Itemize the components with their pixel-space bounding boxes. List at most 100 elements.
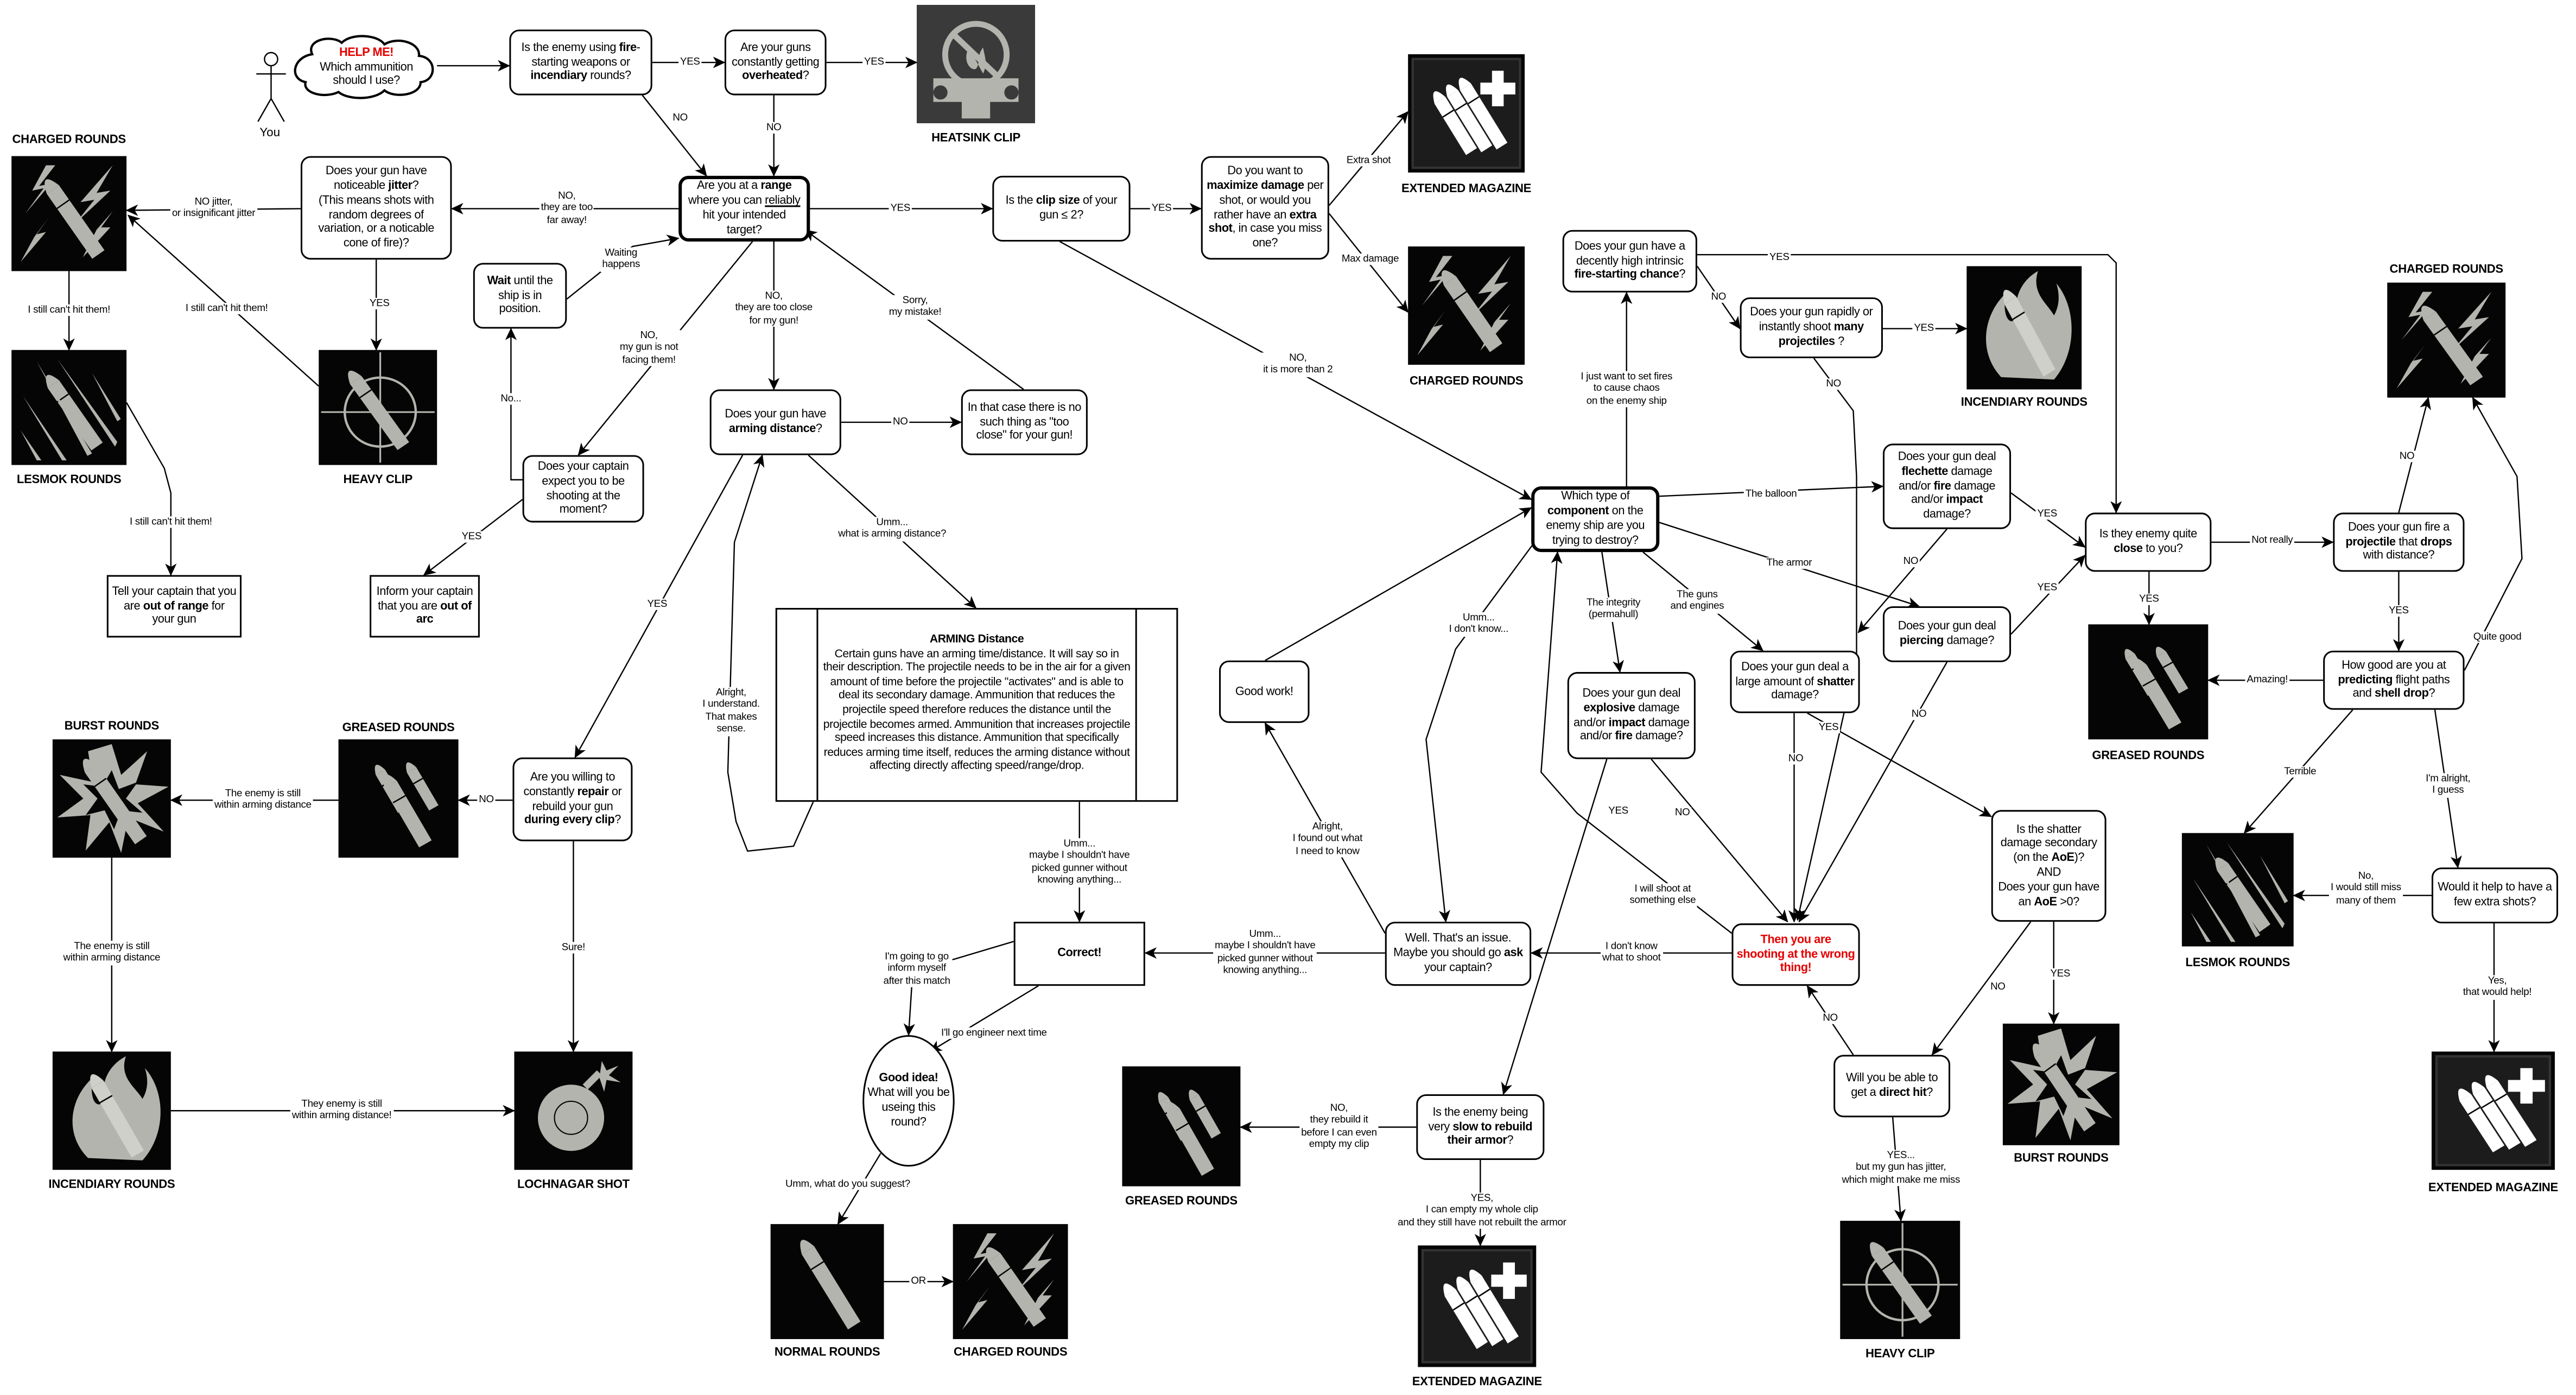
rapid-no-arrow: [1794, 358, 1857, 921]
node-text: piercing: [1899, 632, 1944, 648]
cloud-shape: [294, 35, 434, 99]
wrong-else-arrow: [1540, 551, 1733, 934]
charged-icon: [1408, 246, 1525, 365]
edge-label: YES: [678, 56, 702, 69]
edge-label: YES: [862, 56, 886, 69]
node-text: reliably: [765, 192, 801, 208]
ammo-label: INCENDIARY ROUNDS: [48, 1176, 175, 1191]
edge-label: I still can't hit them!: [128, 516, 214, 529]
node-text: fire-starting chance: [1574, 267, 1679, 282]
edge-label: YES, I can empty my whole clip and they …: [1396, 1193, 1568, 1229]
node-text: Inform your captain that you are: [376, 583, 473, 612]
waiting-arrow: [566, 234, 680, 300]
edge-label: I'm alright, I guess: [2424, 773, 2472, 798]
node-text: component: [1547, 503, 1609, 518]
node-text: on the enemy ship are you trying to dest…: [1546, 503, 1645, 547]
q-flechette-node: Does your gun deal flechette damage and/…: [1882, 443, 2012, 529]
node-text: Are your guns constantly getting: [732, 39, 820, 68]
node-text: or rebuild your gun: [532, 783, 622, 813]
node-text: during every clip: [524, 812, 615, 827]
node-text: ?: [1507, 1132, 1514, 1148]
node-text: -starting weapons or: [531, 39, 640, 68]
edge-label: The integrity (permahull): [1584, 597, 1642, 622]
node-text: clip size: [1036, 192, 1080, 208]
node-text: flight paths and: [2352, 671, 2450, 701]
node-text: for your gun: [152, 597, 225, 627]
node-text: shell drop: [2375, 686, 2429, 701]
edge-label: NO: [1989, 981, 2007, 994]
edge-label: NO: [891, 416, 910, 429]
node-text: repair: [577, 783, 609, 798]
node-text: hit your intended target?: [702, 207, 786, 237]
q-drop-node: Does your gun fire a projectile that dro…: [2333, 512, 2465, 572]
ammo-label: CHARGED ROUNDS: [953, 1344, 1068, 1359]
edge-label: NO: [1786, 753, 1805, 765]
ammo-label: CHARGED ROUNDS: [12, 131, 126, 147]
edge-label: NO: [1709, 291, 1728, 304]
edge-label: I'm going to go inform myself after this…: [881, 951, 952, 988]
q-firechance-node: Does your gun have a decently high intri…: [1562, 230, 1697, 293]
q-range-node: Are you at a range where you can reliabl…: [678, 175, 810, 242]
node-text: drops: [2420, 533, 2452, 548]
fire-no-arrow: [642, 94, 707, 177]
edge-label: Sorry, my mistake!: [887, 295, 943, 320]
node-text: Certain guns have an arming time/distanc…: [823, 649, 1131, 773]
node-text: Good idea!: [879, 1070, 938, 1086]
q-armor-node: Is the enemy being very slow to rebuild …: [1416, 1094, 1545, 1161]
edge-label: NO: [1901, 555, 1920, 568]
edge-label: Terrible: [2282, 766, 2318, 778]
node-text: flechette: [1901, 463, 1949, 478]
q-arming-node: Does your gun have arming distance?: [709, 389, 841, 455]
edge-label: I don't know what to shoot: [1601, 941, 1663, 966]
node-text: Is the enemy being very: [1428, 1104, 1528, 1133]
edge-label: YES: [1817, 721, 1841, 734]
q-extra-node: Would it help to have a few extra shots?: [2431, 867, 2559, 924]
ammo-label: BURST ROUNDS: [2014, 1150, 2109, 1165]
node-text: out of range: [143, 597, 209, 612]
node-text: How good are you at: [2342, 657, 2446, 672]
dont-know-arrow: [1425, 542, 1536, 923]
edge-label: Quite good: [2471, 631, 2523, 644]
edge-label: Alright, I understand. That makes sense.: [701, 687, 762, 736]
node-text: slow to rebuild their armor: [1447, 1118, 1533, 1148]
edge-label: NO: [1673, 807, 1692, 820]
edge-label: Umm... what is arming distance?: [836, 517, 948, 542]
node-text: damage?: [1771, 687, 1819, 702]
q-predicting-node: How good are you at predicting flight pa…: [2323, 650, 2465, 710]
burst-icon: [2002, 1023, 2120, 1145]
node-text: impact: [1946, 492, 1983, 507]
ammo-label: CHARGED ROUNDS: [1409, 373, 1524, 388]
node-text: Which type of: [1561, 489, 1630, 504]
edge-label: I will shoot at something else: [1628, 883, 1698, 908]
node-text: Is the: [1005, 192, 1036, 208]
node-text: damage and/or: [1573, 699, 1680, 729]
edge-label: Max damage: [1340, 253, 1401, 266]
node-text: shatter: [1817, 673, 1855, 688]
edge-label: I just want to set fires to cause chaos …: [1579, 371, 1674, 408]
edge-label: YES: [2035, 508, 2059, 521]
good-work-node: Good work!: [1219, 660, 1310, 723]
heatsink-icon: [917, 5, 1036, 124]
node-text: Do you want to: [1227, 163, 1303, 178]
lesmok-icon: [2181, 833, 2294, 947]
edge-label: NO: [2397, 451, 2416, 463]
node-text: your captain?: [1424, 959, 1492, 974]
ammo-label: EXTENDED MAGAZINE: [1412, 1373, 1542, 1388]
edge-label: YES... but my gun has jitter, which migh…: [1840, 1150, 1962, 1187]
burst-icon: [52, 739, 171, 858]
q-overheat-node: Are your guns constantly getting overhea…: [724, 29, 827, 96]
node-text: range: [760, 178, 792, 193]
ammo-label: LESMOK ROUNDS: [16, 471, 122, 486]
edge-label: NO, they are too far away!: [539, 190, 594, 227]
ammo-label: NORMAL ROUNDS: [774, 1344, 880, 1359]
node-text: overheated: [742, 68, 803, 83]
node-text: fire: [1933, 477, 1951, 492]
edge-label: NO: [1824, 378, 1843, 391]
node-text: Will you be able to get a: [1845, 1070, 1938, 1100]
edge-label: Yes, that would help!: [2461, 975, 2534, 1000]
node-text: Does your gun fire a: [2347, 519, 2450, 534]
q-shatter-node: Does your gun deal a large amount of sha…: [1730, 650, 1860, 713]
node-text: rounds?: [587, 68, 631, 83]
edge-label: OR: [909, 1275, 928, 1288]
edge-label: YES: [1607, 806, 1630, 818]
